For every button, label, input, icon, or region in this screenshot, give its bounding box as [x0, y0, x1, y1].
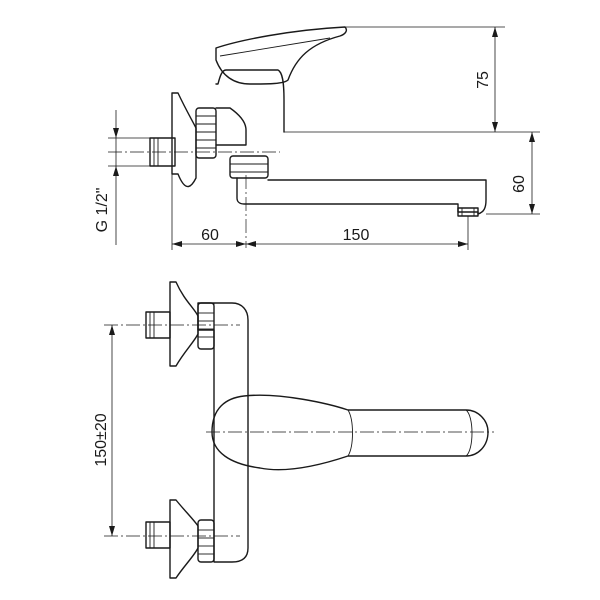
side-mixer-body — [215, 107, 247, 146]
side-union-nut — [195, 107, 217, 159]
side-mixer-body-outline — [215, 69, 285, 133]
dim-spacing-label: 150±20 — [93, 413, 110, 466]
dim-60v-label: 60 — [511, 175, 528, 193]
dim-60h-label: 60 — [201, 227, 219, 244]
dim-spacing-arrow-top — [109, 325, 115, 335]
dim-75-arrow-bottom — [492, 122, 498, 132]
dim-60h-arrow-right — [236, 241, 246, 247]
side-spout — [229, 155, 487, 217]
dim-thread-label: G 1/2" — [94, 188, 111, 233]
dim-spacing-arrow-bottom — [109, 526, 115, 536]
dim-75-label: 75 — [475, 71, 492, 89]
dim-60v-arrow-top — [529, 132, 535, 142]
front-lever-inner — [347, 409, 353, 457]
side-wall-flange — [171, 92, 197, 188]
front-view: 150±20 — [93, 281, 494, 579]
front-top-inlet — [145, 281, 215, 367]
side-lever-top-line — [219, 37, 331, 57]
dim-75-arrow-top — [492, 27, 498, 37]
side-view: 75 60 G 1/2" 60 150 — [94, 26, 540, 250]
front-lever-handle — [211, 394, 489, 471]
dim-60v-arrow-bottom — [529, 204, 535, 214]
dim-60h-arrow-left — [172, 241, 182, 247]
front-lever-cap — [465, 409, 473, 457]
dim-150-arrow-right — [458, 241, 468, 247]
dim-thread-arrow-bottom — [113, 166, 119, 176]
dim-150-label: 150 — [343, 227, 370, 244]
front-mixer-body — [197, 302, 249, 563]
front-bottom-inlet — [145, 499, 215, 579]
dim-thread-arrow-top — [113, 128, 119, 138]
side-lever-handle — [215, 26, 348, 85]
dim-150-arrow-left — [246, 241, 256, 247]
